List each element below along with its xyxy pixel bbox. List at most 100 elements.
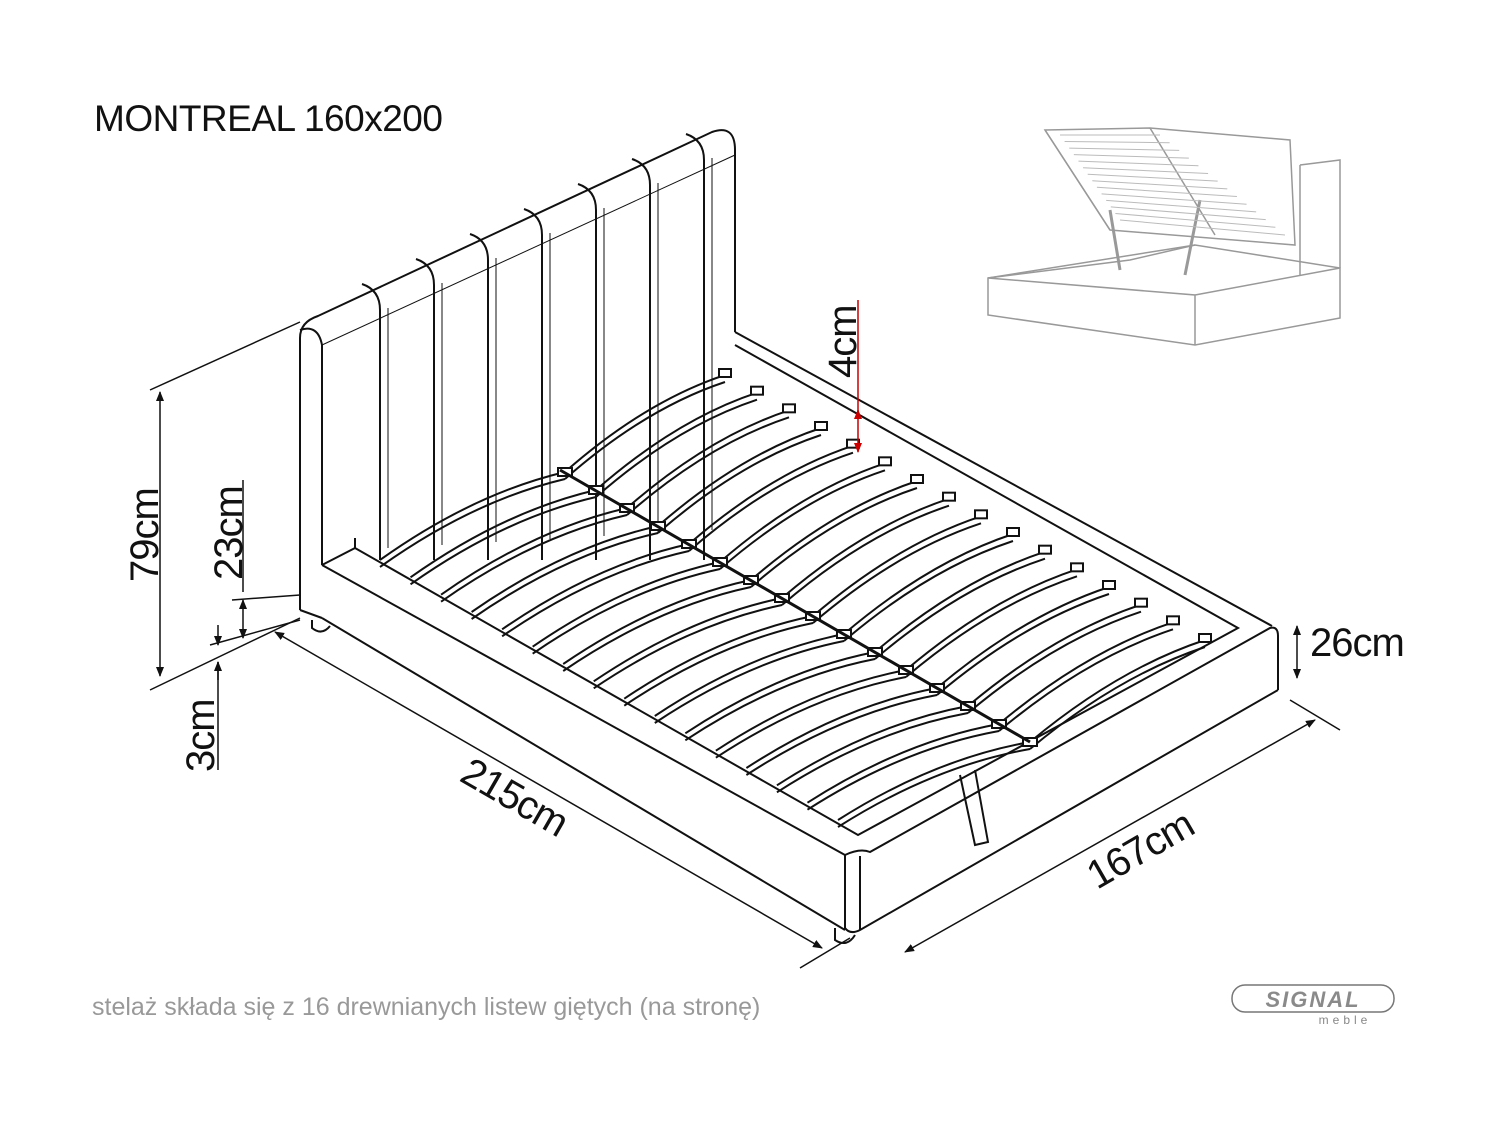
slat-holder	[1038, 544, 1052, 555]
headboard-channel	[577, 183, 597, 560]
slat-edge	[781, 504, 950, 606]
dim-23cm: 23cm	[207, 486, 251, 580]
slat	[781, 497, 950, 599]
slat-holder	[910, 474, 924, 484]
thumbnail-slat	[1087, 173, 1218, 182]
slat	[750, 480, 918, 581]
headboard-channel	[523, 208, 543, 560]
dim-3cm: 3cm	[179, 699, 223, 772]
thumbnail-slat	[1083, 167, 1209, 174]
slat-edge	[471, 532, 659, 620]
svg-text:meble: meble	[1319, 1013, 1372, 1027]
thumbnail-slat	[1073, 154, 1189, 159]
product-title: MONTREAL 160x200	[94, 98, 443, 139]
slat	[688, 444, 854, 545]
slat-holder	[942, 491, 956, 502]
slat-holder	[1006, 527, 1020, 537]
thumbnail-slat	[1101, 193, 1247, 205]
dim-167cm: 167cm	[1080, 802, 1202, 898]
slat-edge	[688, 451, 854, 552]
slat-holder	[782, 403, 796, 414]
slat	[564, 374, 726, 473]
slat-edge	[564, 381, 726, 480]
center-beam	[559, 468, 1031, 744]
thumbnail-slat	[1119, 219, 1286, 236]
slat	[719, 462, 886, 563]
slat-edge	[967, 610, 1142, 714]
thumbnail-slat	[1069, 147, 1180, 151]
slat-holder	[750, 385, 764, 396]
slat-base	[379, 368, 1212, 828]
dim-79cm: 79cm	[123, 488, 167, 582]
headboard-channel	[631, 158, 651, 560]
slat-edge	[905, 575, 1078, 678]
dimension-lines	[149, 321, 1341, 969]
slat-edge	[745, 694, 938, 776]
slat	[471, 525, 659, 613]
thumbnail-slat	[1064, 141, 1170, 144]
thumbnail-slat	[1078, 160, 1199, 167]
slat	[501, 543, 690, 631]
slat	[379, 471, 566, 561]
slat-edge	[532, 568, 721, 655]
slat	[626, 409, 790, 509]
slat-edge	[657, 434, 822, 534]
slat	[998, 621, 1174, 725]
slat	[657, 427, 822, 527]
slat-edge	[623, 622, 814, 707]
slat	[837, 741, 1031, 821]
headboard	[299, 129, 736, 619]
slat-edge	[1029, 646, 1206, 750]
slat-edge	[998, 628, 1174, 732]
slat-holder	[1070, 562, 1084, 573]
slat-edge	[874, 557, 1046, 660]
thumbnail-slat	[1106, 199, 1257, 213]
thumbnail-slat	[1096, 186, 1237, 198]
slat-holder	[1102, 580, 1116, 590]
slat	[905, 568, 1078, 671]
svg-text:SIGNAL: SIGNAL	[1265, 987, 1360, 1012]
dim-26cm: 26cm	[1310, 621, 1404, 665]
slat-edge	[843, 540, 1014, 642]
headboard-channel	[361, 283, 381, 560]
signal-logo: SIGNAL meble	[1231, 984, 1395, 1027]
slat-holder	[846, 438, 860, 449]
slat-edge	[806, 730, 1000, 811]
slat	[409, 489, 597, 579]
slat-edge	[684, 658, 876, 742]
support-leg	[959, 769, 990, 847]
slat-edge	[776, 712, 969, 794]
headboard-channel	[415, 258, 435, 560]
slat-holder	[878, 456, 892, 467]
slat-edge	[593, 604, 783, 690]
slat-edge	[562, 586, 752, 672]
slat-edge	[501, 550, 690, 638]
slat-edge	[409, 496, 597, 586]
slat-edge	[719, 469, 886, 570]
caption: stelaż składa się z 16 drewnianych liste…	[92, 993, 761, 1021]
slat-edge	[715, 676, 907, 759]
dim-215cm: 215cm	[454, 750, 576, 846]
slat-holder	[814, 421, 828, 431]
slat-holder	[718, 368, 732, 378]
slat-holder	[1166, 615, 1180, 626]
slat-edge	[750, 487, 918, 588]
slat-edge	[595, 398, 758, 498]
thumbnail-slat	[1092, 180, 1228, 190]
thumbnail-slat	[1115, 212, 1276, 228]
slat-holder	[1134, 597, 1148, 608]
slat	[874, 550, 1046, 653]
slat	[440, 507, 628, 596]
headboard-channels	[361, 133, 713, 560]
slat-edge	[936, 593, 1110, 696]
slat	[936, 586, 1110, 689]
headboard-channel	[469, 233, 489, 560]
slat-edge	[379, 478, 566, 568]
open-storage-thumbnail	[987, 127, 1341, 346]
thumbnail-slat	[1110, 206, 1266, 221]
slat	[843, 533, 1014, 635]
dim-4cm: 4cm	[821, 305, 865, 378]
slat-edge	[812, 522, 982, 624]
slat-holder	[1198, 633, 1212, 643]
